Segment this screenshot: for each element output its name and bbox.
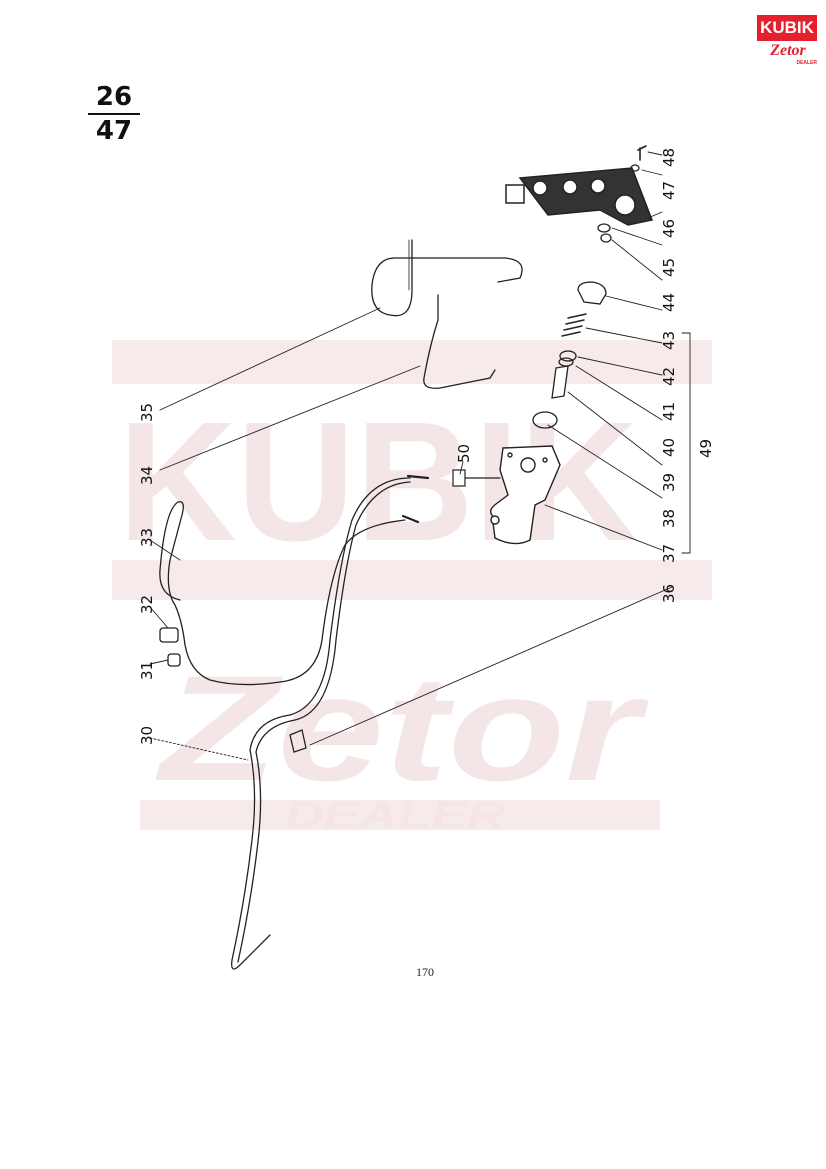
bolt-48 xyxy=(637,145,647,161)
page-ref-top: 26 xyxy=(95,82,133,112)
ring-44 xyxy=(600,233,612,243)
pipe-34 xyxy=(423,294,496,389)
pipe-32 xyxy=(159,501,406,686)
fitting-50 xyxy=(452,469,501,487)
callout-39: 39 xyxy=(660,473,678,492)
callout-37: 37 xyxy=(660,544,678,563)
spring-42 xyxy=(561,313,587,337)
callout-35: 35 xyxy=(138,403,156,422)
callout-45: 45 xyxy=(660,258,678,277)
callout-33: 33 xyxy=(138,528,156,547)
callout-40: 40 xyxy=(660,438,678,457)
callout-30: 30 xyxy=(138,726,156,745)
callout-32: 32 xyxy=(138,595,156,614)
ring-45 xyxy=(597,223,611,233)
ring-41 xyxy=(559,350,577,362)
piston-39 xyxy=(551,365,569,399)
callout-36: 36 xyxy=(660,584,678,603)
watermark-dealer: DEALER xyxy=(285,795,506,837)
cap-43 xyxy=(577,281,607,305)
page-ref-bottom: 47 xyxy=(95,116,133,146)
logo-dealer: DEALER xyxy=(796,60,817,66)
callout-47: 47 xyxy=(660,181,678,200)
logo-brand: KUBIK xyxy=(757,15,817,41)
clip-32 xyxy=(159,627,179,643)
callout-49: 49 xyxy=(697,439,715,458)
callout-31: 31 xyxy=(138,661,156,680)
page-number: 170 xyxy=(416,965,434,979)
pump-housing-37 xyxy=(489,445,561,545)
washer-47 xyxy=(630,164,640,172)
callout-42: 42 xyxy=(660,367,678,386)
callout-labels: 30 31 32 33 34 35 36 37 38 39 40 41 42 4… xyxy=(138,148,715,745)
pipe-33 xyxy=(231,477,411,970)
watermark: KUBIK Zetor DEALER xyxy=(112,340,712,837)
callout-46: 46 xyxy=(660,219,678,238)
page-reference: 26 47 xyxy=(88,82,140,146)
callout-43: 43 xyxy=(660,331,678,350)
plate-46 xyxy=(505,167,654,226)
ring-38 xyxy=(532,411,558,429)
fraction-bar xyxy=(88,113,140,115)
kubik-zetor-logo: KUBIK Zetor DEALER xyxy=(757,15,817,67)
callout-34: 34 xyxy=(138,466,156,485)
callout-38: 38 xyxy=(660,509,678,528)
clip-36 xyxy=(289,729,307,753)
watermark-zetor: Zetor xyxy=(155,644,650,812)
callout-41: 41 xyxy=(660,402,678,421)
callout-48: 48 xyxy=(660,148,678,167)
callout-44: 44 xyxy=(660,293,678,312)
logo-script: Zetor xyxy=(770,42,806,59)
pipe-30 xyxy=(237,481,411,963)
callout-50: 50 xyxy=(455,444,473,463)
watermark-kubik: KUBIK xyxy=(118,387,638,577)
leader-lines xyxy=(149,151,691,761)
pipe-35 xyxy=(371,239,523,317)
